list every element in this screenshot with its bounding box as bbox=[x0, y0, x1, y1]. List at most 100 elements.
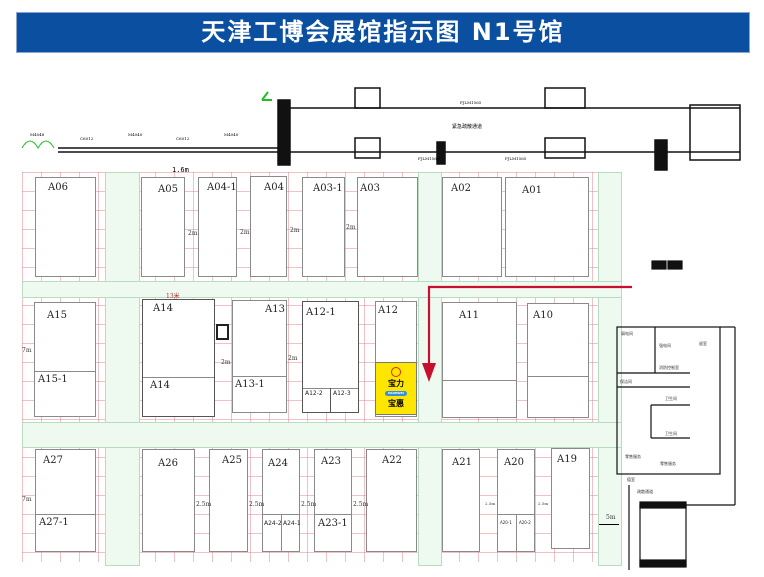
window-label: C6012 bbox=[176, 136, 190, 141]
booth-label: A13 bbox=[265, 304, 285, 315]
room-label: 零售服务 bbox=[625, 453, 641, 459]
booth-A23[interactable]: A23 A23-1 bbox=[314, 449, 352, 552]
dimension-arrow-icon bbox=[599, 524, 619, 525]
booth-label: A15-1 bbox=[38, 374, 68, 385]
booth-label: A27-1 bbox=[39, 517, 69, 528]
booth-label: A23-1 bbox=[318, 518, 348, 529]
dimension-label: 2m bbox=[221, 359, 231, 366]
door-label: M4040 bbox=[128, 132, 143, 137]
door-label: M4040 bbox=[224, 132, 239, 137]
door-label: FJLM1565 bbox=[418, 156, 440, 161]
booth-A03-1[interactable]: A03-1 bbox=[302, 177, 345, 277]
dimension-label: 13米 bbox=[166, 293, 180, 300]
dimension-label: 7m bbox=[22, 496, 32, 503]
booth-label: A20-2 bbox=[519, 520, 531, 525]
booth-A21[interactable]: A21 bbox=[442, 449, 480, 552]
exhibitor-name: 宝惠 bbox=[388, 399, 404, 408]
booth-A04[interactable]: A04 bbox=[250, 176, 287, 277]
booth-label: A03 bbox=[360, 183, 380, 194]
booth-label: A11 bbox=[459, 310, 479, 321]
booth-label: A24-1 bbox=[283, 520, 301, 527]
booth-label: A12-2 bbox=[305, 390, 323, 397]
entrance-plan: M4048 C6012 M4040 C6012 M4040 FJLM1565 紧… bbox=[21, 87, 741, 174]
booth-label: A05 bbox=[158, 184, 178, 195]
booth-A27[interactable]: A27 A27-1 bbox=[35, 449, 96, 552]
room-label: 留室 bbox=[699, 340, 707, 346]
room-label: 值室 bbox=[627, 476, 635, 482]
booth-A01[interactable]: A01 bbox=[505, 177, 589, 277]
booth-label: A26 bbox=[158, 458, 178, 469]
booth-A26[interactable]: A26 bbox=[142, 449, 195, 552]
booth-label: A04-1 bbox=[207, 182, 237, 193]
room-label: 弱电间 bbox=[621, 330, 633, 336]
evacuation-passage-label: 紧急疏散通道 bbox=[452, 123, 482, 130]
window-label: C6012 bbox=[80, 136, 94, 141]
booth-label: A19 bbox=[557, 454, 577, 465]
room-label: 消防控制室 bbox=[659, 364, 679, 370]
door-label: FJLM1565 bbox=[505, 156, 527, 161]
room-label: 强电间 bbox=[659, 342, 671, 348]
booth-label: A06 bbox=[48, 182, 68, 193]
booth-A19[interactable]: A19 bbox=[551, 448, 590, 549]
elevator-icon bbox=[216, 324, 229, 340]
room-label: 卫生间 bbox=[665, 395, 677, 401]
booth-label: A27 bbox=[43, 455, 63, 466]
dimension-label: 7m bbox=[22, 347, 32, 354]
booth-label: A24 bbox=[268, 458, 288, 469]
door-label: FJLM1565 bbox=[460, 100, 482, 105]
room-label: 卫生间 bbox=[665, 430, 677, 436]
booth-A15[interactable]: A15 A15-1 bbox=[34, 302, 96, 417]
booth-A05[interactable]: A05 bbox=[141, 177, 185, 277]
corridor-vertical-east bbox=[598, 172, 622, 566]
dimension-label: 2.5m bbox=[249, 501, 265, 508]
dimension-label: 2.5m bbox=[196, 501, 212, 508]
booth-label: A22 bbox=[382, 455, 402, 466]
booth-A25[interactable]: A25 bbox=[209, 449, 248, 552]
dimension-label: 2.5m bbox=[485, 501, 496, 506]
booth-label: A03-1 bbox=[313, 183, 343, 194]
booth-A02[interactable]: A02 bbox=[442, 177, 502, 277]
dimension-label: 5m bbox=[606, 514, 616, 521]
booth-label: A04 bbox=[264, 182, 284, 193]
booth-A12-1[interactable]: A12-1 A12-2 A12-3 bbox=[302, 301, 359, 413]
booth-A06[interactable]: A06 bbox=[35, 177, 96, 277]
dimension-label: 2m bbox=[188, 230, 198, 237]
corridor-horizontal-north bbox=[22, 281, 622, 298]
room-label: 疏散通道 bbox=[637, 488, 653, 494]
dimension-label: 2.5m bbox=[353, 501, 369, 508]
booth-label: A25 bbox=[222, 455, 242, 466]
corridor-horizontal-south bbox=[22, 422, 622, 448]
booth-label: A02 bbox=[451, 183, 471, 194]
booth-A10[interactable]: A10 bbox=[527, 303, 589, 418]
room-label: 保洁间 bbox=[620, 378, 632, 384]
booth-A03[interactable]: A03 bbox=[357, 177, 418, 277]
booth-label: A14 bbox=[153, 303, 173, 314]
width-label: 1.6m bbox=[172, 166, 189, 174]
dimension-label: 2m bbox=[290, 227, 300, 234]
booth-label: A13-1 bbox=[235, 379, 265, 390]
booth-A11[interactable]: A11 bbox=[442, 302, 517, 418]
booth-A20[interactable]: A20 A20-1 A20-2 bbox=[497, 449, 535, 552]
booth-A22[interactable]: A22 bbox=[366, 449, 417, 552]
booth-label: A23 bbox=[321, 456, 341, 467]
door-label: M4048 bbox=[30, 132, 45, 137]
booth-label: A20 bbox=[504, 457, 524, 468]
dimension-label: 2m bbox=[346, 224, 356, 231]
paohwei-badge: PAOHWEI bbox=[385, 391, 407, 396]
booth-label: A12-1 bbox=[306, 307, 336, 318]
booth-label: A21 bbox=[452, 457, 472, 468]
exhibitor-name: 宝力 bbox=[388, 379, 404, 388]
corridor-vertical-west bbox=[105, 172, 140, 566]
service-area-plan: 弱电间 强电间 消防控制室 保洁间 卫生间 卫生间 零售服务 零售服务 值室 疏… bbox=[616, 260, 736, 570]
booth-A04-1[interactable]: A04-1 bbox=[198, 177, 237, 277]
exhibitor-highlight-baoli[interactable]: 宝力 PAOHWEI 宝惠 bbox=[375, 362, 417, 415]
booth-label: A12-3 bbox=[333, 390, 351, 397]
booth-A14[interactable]: A14 A14 bbox=[142, 299, 215, 417]
booth-A13[interactable]: A13 A13-1 bbox=[232, 300, 287, 413]
booth-A24[interactable]: A24 A24-2 A24-1 bbox=[262, 449, 301, 552]
page-title: 天津工博会展馆指示图 N1号馆 bbox=[16, 12, 750, 53]
dimension-label: 2.5m bbox=[538, 501, 549, 506]
booth-label: A14 bbox=[150, 380, 170, 391]
booth-label: A15 bbox=[47, 310, 67, 321]
direction-arrow-icon bbox=[422, 285, 632, 382]
